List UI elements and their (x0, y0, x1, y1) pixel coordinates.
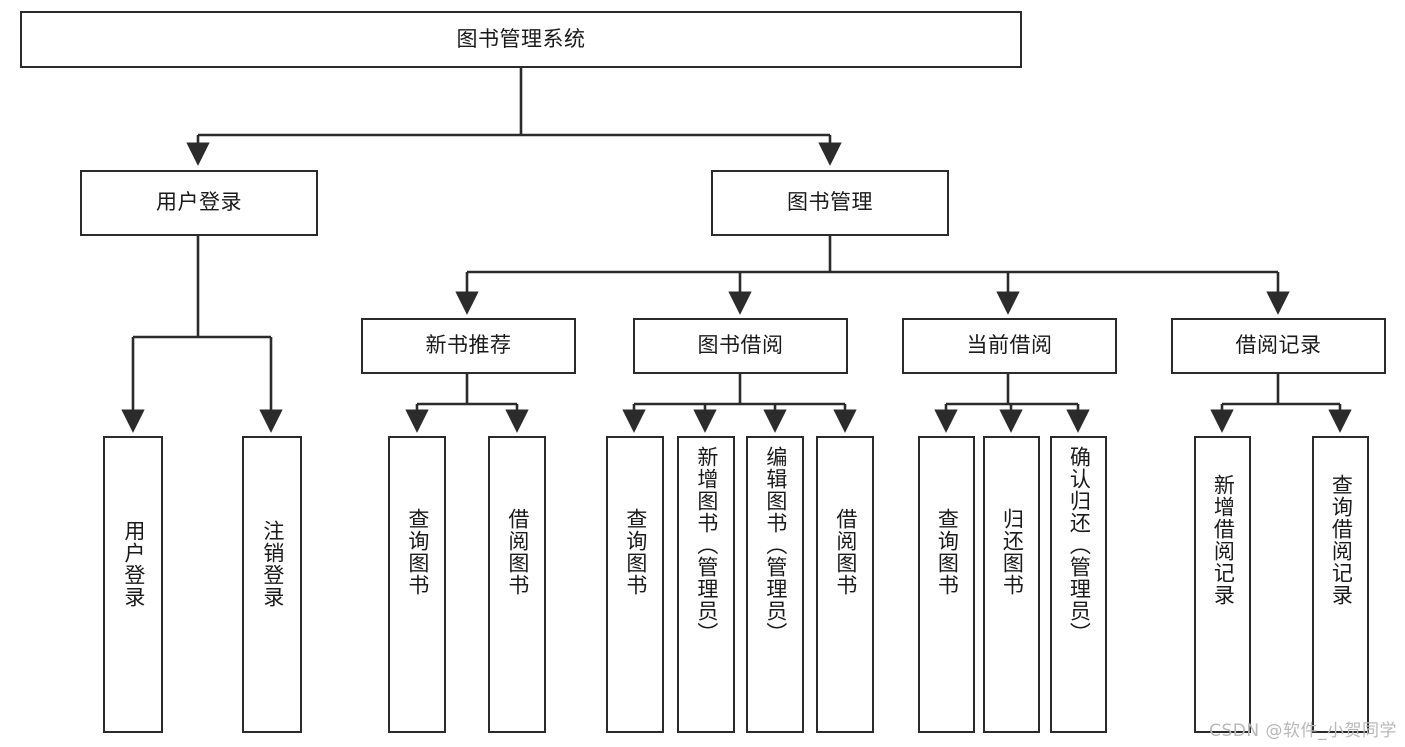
node-leaf-user-logout[interactable]: 注销登录 (242, 436, 302, 733)
node-book-borrow[interactable]: 图书借阅 (633, 318, 848, 374)
node-leaf-add-record[interactable]: 新增借阅记录 (1194, 436, 1251, 733)
node-leaf-user-login[interactable]: 用户登录 (103, 436, 163, 733)
node-leaf-query-book-3-label: 查询图书 (935, 508, 960, 596)
node-leaf-query-book-3[interactable]: 查询图书 (918, 436, 975, 733)
node-user-login-label: 用户登录 (156, 190, 242, 215)
node-leaf-borrow-book-2-label: 借阅图书 (833, 508, 858, 596)
node-leaf-add-book[interactable]: 新增图书（管理员） (677, 436, 735, 733)
node-borrow-record-label: 借阅记录 (1235, 333, 1322, 358)
node-leaf-add-book-label: 新增图书（管理员） (694, 446, 719, 644)
node-leaf-user-login-label: 用户登录 (121, 520, 146, 608)
node-new-book-rec-label: 新书推荐 (425, 333, 512, 358)
node-leaf-query-book-1[interactable]: 查询图书 (388, 436, 446, 733)
node-leaf-query-record[interactable]: 查询借阅记录 (1312, 436, 1369, 733)
node-borrow-record[interactable]: 借阅记录 (1171, 318, 1386, 374)
node-leaf-add-record-label: 新增借阅记录 (1211, 474, 1236, 606)
node-leaf-return-book[interactable]: 归还图书 (983, 436, 1040, 733)
node-book-borrow-label: 图书借阅 (697, 333, 784, 358)
node-leaf-query-book-1-label: 查询图书 (405, 508, 430, 596)
watermark-text: CSDN @软件_小贺同学 (1209, 721, 1397, 741)
node-leaf-confirm-return[interactable]: 确认归还（管理员） (1050, 436, 1107, 733)
node-leaf-confirm-return-label: 确认归还（管理员） (1067, 446, 1092, 644)
node-current-borrow-label: 当前借阅 (966, 333, 1053, 358)
node-leaf-borrow-book-1[interactable]: 借阅图书 (488, 436, 546, 733)
node-leaf-user-logout-label: 注销登录 (260, 520, 285, 608)
node-current-borrow[interactable]: 当前借阅 (902, 318, 1117, 374)
node-leaf-borrow-book-2[interactable]: 借阅图书 (816, 436, 874, 733)
node-user-login[interactable]: 用户登录 (80, 170, 318, 236)
node-leaf-edit-book[interactable]: 编辑图书（管理员） (746, 436, 804, 733)
node-root[interactable]: 图书管理系统 (20, 11, 1022, 68)
node-root-label: 图书管理系统 (456, 26, 586, 51)
node-leaf-borrow-book-1-label: 借阅图书 (505, 508, 530, 596)
node-leaf-query-book-2-label: 查询图书 (623, 508, 648, 596)
node-leaf-edit-book-label: 编辑图书（管理员） (763, 446, 788, 644)
node-new-book-rec[interactable]: 新书推荐 (361, 318, 576, 374)
node-book-manage[interactable]: 图书管理 (711, 170, 949, 236)
node-leaf-return-book-label: 归还图书 (1000, 508, 1025, 596)
node-book-manage-label: 图书管理 (787, 190, 873, 215)
node-leaf-query-record-label: 查询借阅记录 (1329, 474, 1354, 606)
node-leaf-query-book-2[interactable]: 查询图书 (606, 436, 664, 733)
